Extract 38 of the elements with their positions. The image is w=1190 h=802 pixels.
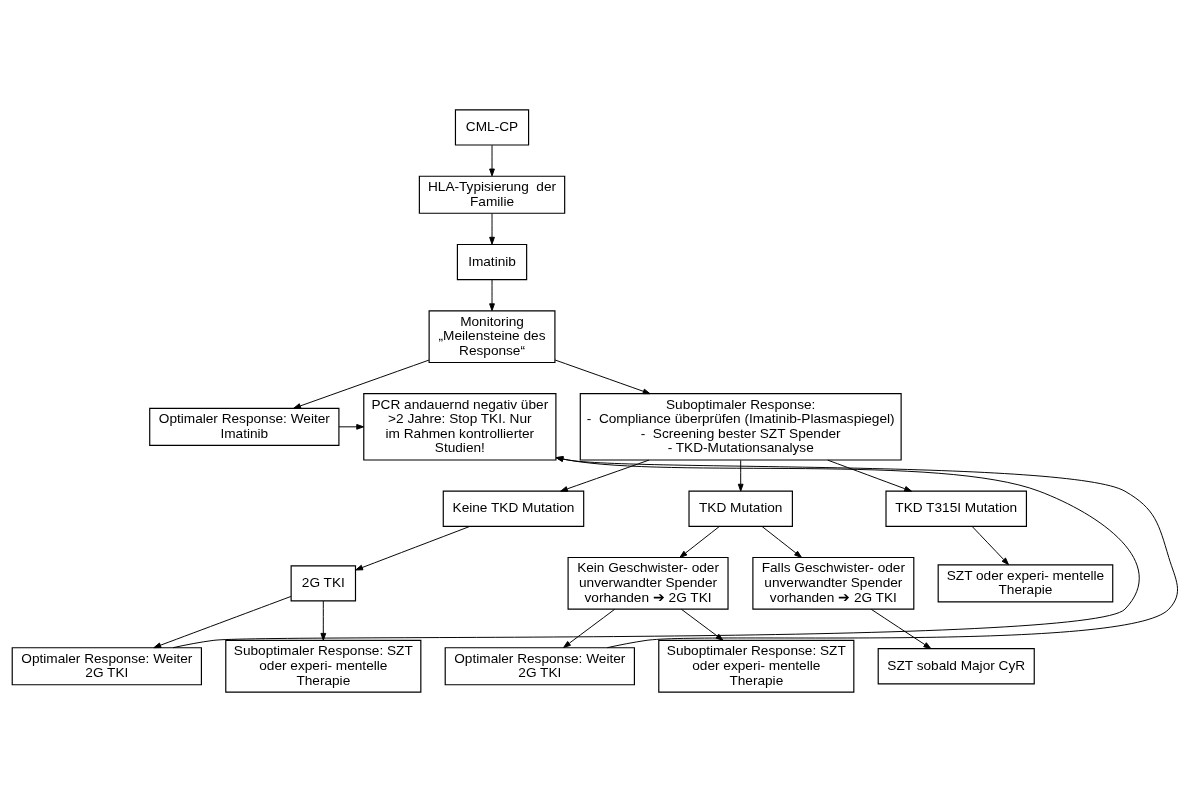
arrow [153, 595, 292, 649]
node-box: Kein Geschwister- oder unverwandter Spender vorhanden ➔ 2G TKI [567, 556, 729, 610]
node-box: SZT sobald Major CyR [877, 648, 1035, 685]
arrow [560, 459, 650, 492]
arrow [355, 525, 471, 571]
node-box: Suboptimaler Response: SZT oder experi- mentelle Therapie [658, 639, 855, 693]
arrow [489, 279, 495, 312]
arrow [293, 359, 430, 409]
node-box: Optimaler Response: Weiter Imatinib [149, 407, 340, 446]
arrow [679, 526, 720, 558]
arrow [338, 423, 365, 430]
arrow [563, 608, 616, 648]
node-box: Imatinib [456, 243, 528, 281]
node-box: TKD T315I Mutation [885, 490, 1028, 527]
node-box: TKD Mutation [688, 490, 793, 527]
arrow [489, 213, 495, 245]
arrow [827, 459, 912, 492]
arrow [320, 600, 327, 641]
arrow [172, 456, 1140, 649]
arrow [870, 608, 932, 649]
arrow [737, 459, 744, 492]
arrow [554, 359, 651, 395]
node-box: Optimaler Response: Weiter 2G TKI [11, 647, 202, 686]
node-box: Keine TKD Mutation [442, 490, 585, 527]
node-box: Falls Geschwister- oder unverwandter Spender vorhanden ➔ 2G TKI [752, 556, 915, 610]
node-box: 2G TKI [290, 565, 357, 602]
node-box: Optimaler Response: Weiter 2G TKI [444, 647, 635, 686]
node-box: Suboptimaler Response: - Compliance überprüfen (Imatinib-Plasmaspiegel) - Screening bester SZT Spender - TKD-Mutationsanalyse [579, 393, 902, 461]
arrow [761, 526, 802, 558]
node-box: CML-CP [454, 109, 530, 146]
arrow [971, 526, 1009, 566]
arrow [489, 144, 495, 177]
arrow [555, 456, 1178, 649]
node-box: Monitoring „Meilensteine des Response“ [428, 310, 556, 364]
node-box: Suboptimaler Response: SZT oder experi- mentelle Therapie [225, 639, 422, 693]
node-box: PCR andauernd negativ über >2 Jahre: Stop TKI. Nur im Rahmen kontrollierter Studien! [363, 393, 557, 461]
node-box: HLA-Typisierung der Familie [418, 175, 566, 214]
node-box: SZT oder experi- mentelle Therapie [937, 564, 1114, 603]
